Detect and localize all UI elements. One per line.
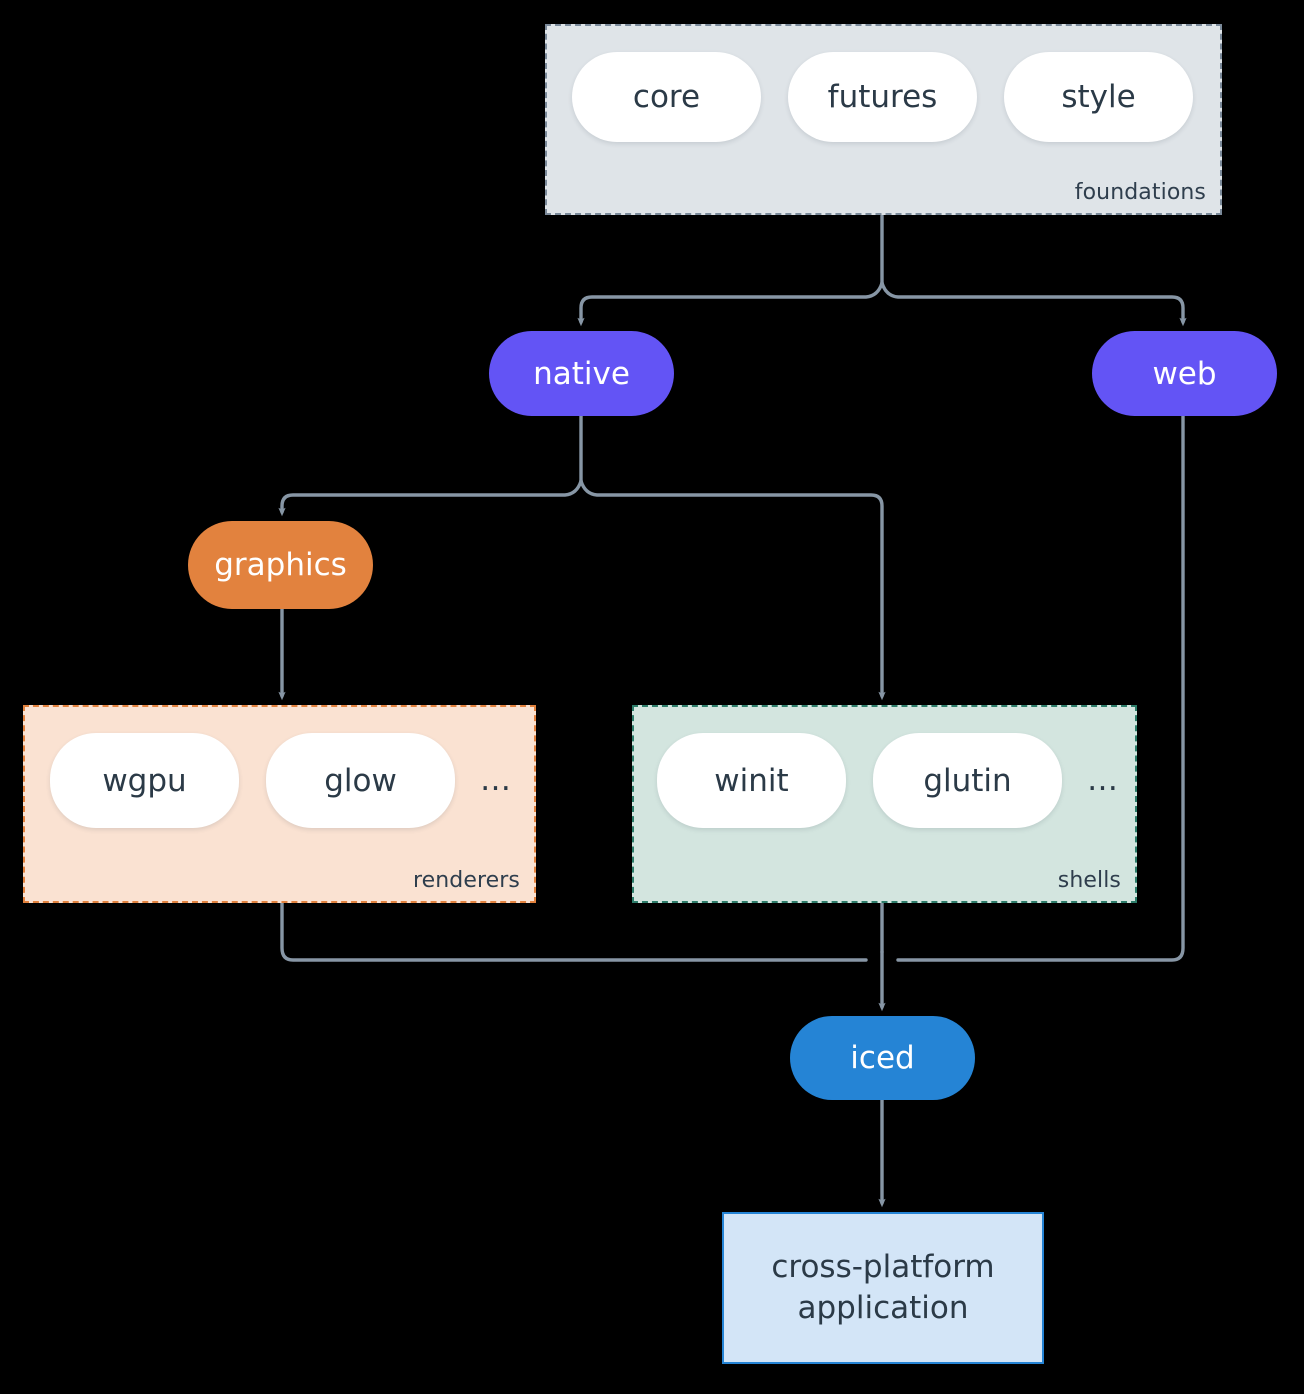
- pill-winit[interactable]: winit: [657, 733, 846, 828]
- pill-core[interactable]: core: [572, 52, 761, 142]
- pill-glutin[interactable]: glutin: [873, 733, 1062, 828]
- node-native[interactable]: native: [489, 331, 674, 416]
- ellipsis-renderers: …: [480, 762, 512, 798]
- ellipsis-shells: …: [1087, 762, 1119, 798]
- node-iced[interactable]: iced: [790, 1016, 975, 1100]
- pill-style[interactable]: style: [1004, 52, 1193, 142]
- application-line-1: cross-platform: [771, 1249, 995, 1286]
- node-cross-platform-application[interactable]: cross-platform application: [722, 1212, 1044, 1364]
- pill-futures[interactable]: futures: [788, 52, 977, 142]
- application-line-2: application: [797, 1290, 969, 1326]
- cluster-shells-label: shells: [1057, 868, 1121, 893]
- edge-foundations-native: [577, 281, 884, 327]
- cluster-renderers-label: renderers: [412, 868, 520, 893]
- node-graphics[interactable]: graphics: [188, 521, 373, 609]
- edge-renderers-iced: [280, 901, 868, 962]
- pill-glow[interactable]: glow: [266, 733, 455, 828]
- edge-foundations-web: [880, 281, 1187, 327]
- edge-native-graphics: [278, 479, 583, 517]
- pill-wgpu[interactable]: wgpu: [50, 733, 239, 828]
- edge-native-shells: [579, 479, 886, 701]
- cluster-foundations-label: foundations: [1074, 180, 1206, 205]
- node-web[interactable]: web: [1092, 331, 1277, 416]
